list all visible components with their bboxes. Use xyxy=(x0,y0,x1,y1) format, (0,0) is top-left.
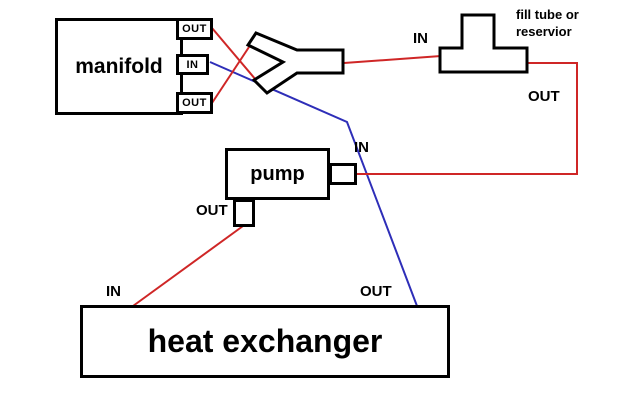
wire-manifold-out-top-to-splitter xyxy=(211,27,257,81)
manifold-port-out-top: OUT xyxy=(176,18,213,40)
fill-tube-out-label: OUT xyxy=(528,88,560,105)
manifold-port-in-label: IN xyxy=(186,58,199,71)
wire-pump-out-to-heat-exchanger-in xyxy=(132,225,244,307)
heat-exchanger-box: heat exchanger xyxy=(80,305,450,378)
heat-exchanger-label: heat exchanger xyxy=(147,323,383,359)
fill-tube-in-label: IN xyxy=(413,30,428,47)
heat-exchanger-in-label: IN xyxy=(106,283,121,300)
y-splitter-shape xyxy=(245,31,345,95)
pump-in-label: IN xyxy=(354,139,369,156)
wire-splitter-to-fill-tube-in xyxy=(343,55,442,64)
pump-in-port xyxy=(329,163,357,185)
fill-tube-caption-line1: fill tube or xyxy=(516,7,579,22)
manifold-port-out-top-label: OUT xyxy=(182,23,207,35)
fill-tube-shape xyxy=(438,13,529,74)
heat-exchanger-out-label: OUT xyxy=(360,283,392,300)
manifold-port-out-bottom: OUT xyxy=(176,92,213,114)
fill-tube-caption: fill tube or reservior xyxy=(516,6,579,40)
fill-tube-caption-line2: reservior xyxy=(516,24,572,39)
manifold-label: manifold xyxy=(75,54,163,78)
pump-label: pump xyxy=(250,162,305,185)
manifold-port-out-bottom-label: OUT xyxy=(182,97,207,109)
manifold-box: manifold xyxy=(55,18,183,115)
wire-fill-tube-out-to-pump-in xyxy=(357,62,578,175)
wire-manifold-out-bottom-to-splitter xyxy=(211,43,252,104)
pump-out-label: OUT xyxy=(196,202,228,219)
manifold-port-in: IN xyxy=(176,54,209,75)
pump-out-port xyxy=(233,199,255,227)
pump-box: pump xyxy=(225,148,330,200)
